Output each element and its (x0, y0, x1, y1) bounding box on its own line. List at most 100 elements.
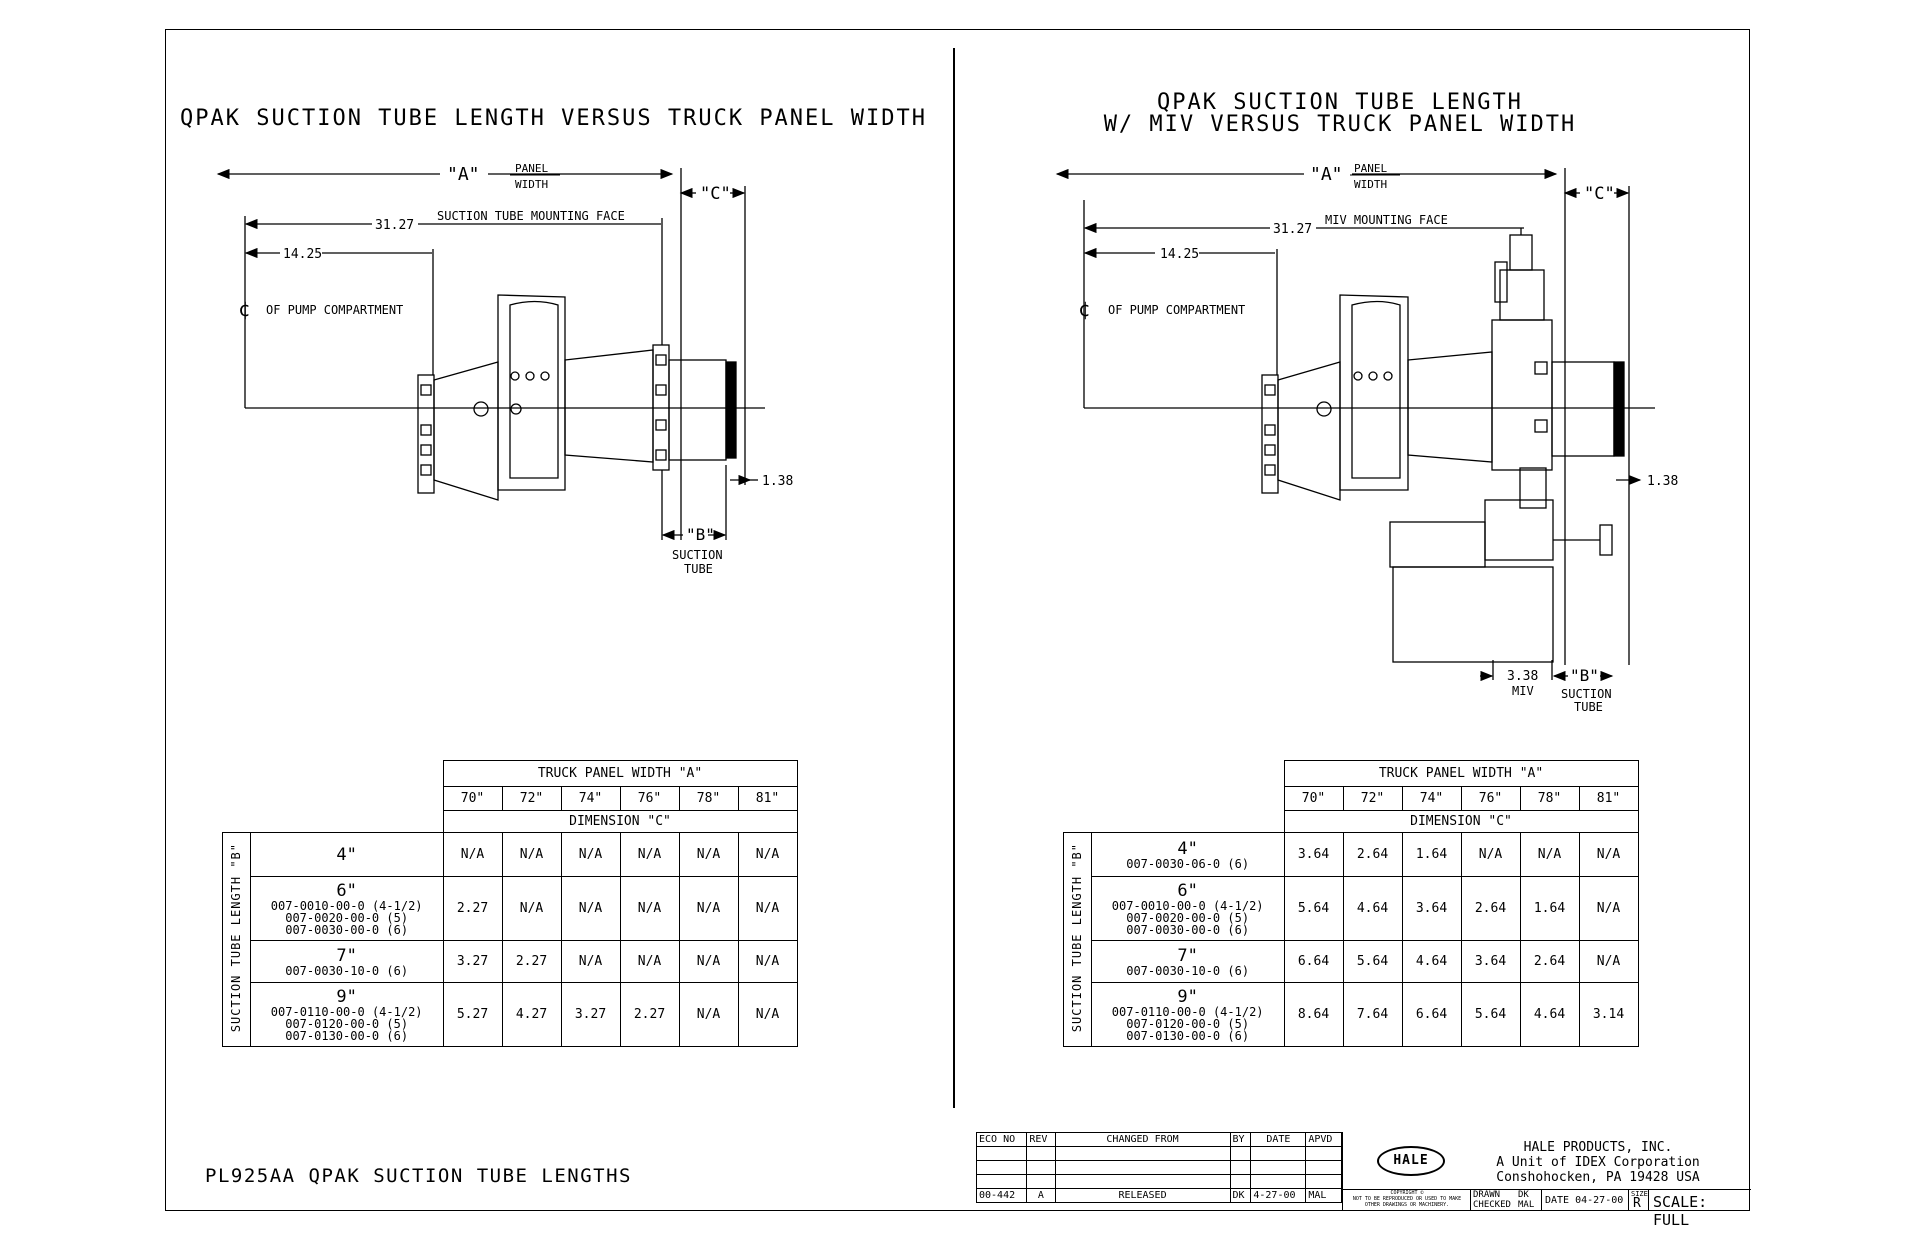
panel-width-5: 81" (1578, 786, 1639, 811)
dimension-c-value: N/A (442, 832, 503, 877)
eco-no-header: ECO NO (975, 1132, 1028, 1147)
dimension-c-header: DIMENSION "C" (1283, 810, 1639, 833)
part-number: 007-0110-00-0 (4-1/2) (270, 1004, 423, 1019)
right-pump-drawing (1055, 168, 1655, 682)
right-dim-miv: MIV (1512, 684, 1534, 698)
tube-length: 6" (336, 880, 357, 901)
left-dim-138: 1.38 (762, 474, 793, 489)
truck-panel-width-header: TRUCK PANEL WIDTH "A" (442, 760, 798, 787)
left-dim-1425: 14.25 (283, 247, 322, 262)
row-date: 4-27-00 (1250, 1188, 1307, 1203)
sheet-divider (953, 48, 955, 1108)
revision-table: ECO NO REV CHANGED FROM BY DATE APVD 00-… (975, 1132, 1342, 1203)
right-centerline-symbol: ¢ (1078, 297, 1090, 321)
left-dim-suction: SUCTION (672, 548, 723, 562)
dimension-c-value: N/A (501, 876, 562, 941)
right-dim-suction: SUCTION (1561, 687, 1612, 701)
apvd-header: APVD (1305, 1132, 1342, 1147)
dimension-c-value: 5.64 (1342, 940, 1403, 983)
row-by: DK (1229, 1188, 1252, 1203)
dimension-c-value: 5.27 (442, 982, 503, 1047)
tube-length: 4" (336, 844, 357, 865)
company-name: HALE PRODUCTS, INC. (1523, 1140, 1673, 1155)
left-dim-c: "C" (700, 184, 731, 204)
left-dim-panel: PANEL (515, 162, 548, 175)
dimension-c-value: N/A (619, 876, 680, 941)
date-header: DATE (1250, 1132, 1307, 1147)
drawn-by: DK (1518, 1190, 1529, 1200)
right-dim-a: "A" (1310, 164, 1343, 185)
part-number: 007-0120-00-0 (5) (1126, 1016, 1250, 1031)
part-number: 007-0010-00-0 (4-1/2) (1111, 898, 1264, 913)
right-dim-1425: 14.25 (1160, 247, 1199, 262)
dimension-c-value: N/A (560, 940, 621, 983)
left-dim-cl: OF PUMP COMPARTMENT (266, 303, 403, 317)
copyright-notice: NOT TO BE REPRODUCED OR USED TO MAKE OTH… (1352, 1196, 1462, 1208)
date-label: DATE 04-27-00 (1545, 1195, 1624, 1206)
part-number: 007-0020-00-0 (5) (285, 910, 409, 925)
row-eco: 00-442 (975, 1188, 1028, 1203)
dimension-c-value: N/A (678, 876, 739, 941)
dimension-c-value: N/A (737, 876, 798, 941)
part-number: 007-0030-00-0 (6) (285, 922, 409, 937)
part-number: 007-0130-00-0 (6) (1126, 1028, 1250, 1043)
panel-width-2: 74" (560, 786, 621, 811)
part-number: 007-0020-00-0 (5) (1126, 910, 1250, 925)
rev-header: REV (1026, 1132, 1056, 1147)
part-number: 007-0030-06-0 (6) (1126, 856, 1250, 871)
left-centerline-symbol: ¢ (238, 297, 250, 321)
dimension-c-value: 2.64 (1342, 832, 1403, 877)
right-dim-c: "C" (1584, 184, 1615, 204)
scale: SCALE: FULL (1653, 1193, 1708, 1229)
dimension-c-value: N/A (501, 832, 562, 877)
dimension-c-value: 2.64 (1460, 876, 1521, 941)
panel-width-0: 70" (1283, 786, 1344, 811)
left-dim-width: WIDTH (515, 178, 548, 191)
left-dim-mount: SUCTION TUBE MOUNTING FACE (437, 209, 625, 223)
part-number: 007-0110-00-0 (4-1/2) (1111, 1004, 1264, 1019)
company-unit: A Unit of IDEX Corporation (1496, 1155, 1700, 1170)
dimension-c-value: 3.64 (1460, 940, 1521, 983)
panel-width-1: 72" (501, 786, 562, 811)
panel-width-3: 76" (1460, 786, 1521, 811)
dimension-c-value: 6.64 (1401, 982, 1462, 1047)
dimension-c-value: 4.27 (501, 982, 562, 1047)
dimension-c-value: 6.64 (1283, 940, 1344, 983)
dimension-c-value: 8.64 (1283, 982, 1344, 1047)
company-block: HALE HALE PRODUCTS, INC. A Unit of IDEX … (1342, 1132, 1751, 1229)
dimension-c-value: N/A (737, 832, 798, 877)
left-dimension-table: TRUCK PANEL WIDTH "A"70"72"74"76"78"81"D… (222, 760, 798, 1047)
row-apvd: MAL (1305, 1188, 1342, 1203)
right-dim-mount: MIV MOUNTING FACE (1325, 213, 1448, 227)
dimension-c-value: 1.64 (1401, 832, 1462, 877)
right-dim-3127: 31.27 (1273, 222, 1312, 237)
size-label: SIZE (1631, 1190, 1648, 1198)
right-dimension-table: TRUCK PANEL WIDTH "A"70"72"74"76"78"81"D… (1063, 760, 1639, 1047)
dimension-c-value: N/A (560, 876, 621, 941)
dimension-c-value: N/A (560, 832, 621, 877)
dimension-c-value: N/A (737, 940, 798, 983)
checked-label: CHECKED (1473, 1200, 1511, 1210)
panel-width-5: 81" (737, 786, 798, 811)
tube-length: 6" (1177, 880, 1198, 901)
drawing-border (165, 29, 1750, 1211)
dimension-c-value: 3.27 (442, 940, 503, 983)
left-pump-drawing (216, 168, 765, 541)
left-dim-b: "B" (686, 525, 715, 544)
dimension-c-value: 3.27 (560, 982, 621, 1047)
by-header: BY (1229, 1132, 1252, 1147)
panel-width-1: 72" (1342, 786, 1403, 811)
dimension-c-value: N/A (737, 982, 798, 1047)
right-title-line2: W/ MIV VERSUS TRUCK PANEL WIDTH (1103, 112, 1577, 137)
dimension-c-value: 2.27 (619, 982, 680, 1047)
changed-from-header: CHANGED FROM (1054, 1132, 1231, 1147)
dimension-c-value: 5.64 (1460, 982, 1521, 1047)
row-rev: A (1026, 1188, 1056, 1203)
dimension-c-value: N/A (678, 982, 739, 1047)
dimension-c-value: 2.64 (1519, 940, 1580, 983)
part-number: 007-0030-00-0 (6) (1126, 922, 1250, 937)
right-dim-tube: TUBE (1574, 700, 1603, 714)
drawn-label: DRAWN (1473, 1190, 1501, 1200)
part-number: 007-0030-10-0 (6) (1126, 963, 1250, 978)
part-number: 007-0130-00-0 (6) (285, 1028, 409, 1043)
